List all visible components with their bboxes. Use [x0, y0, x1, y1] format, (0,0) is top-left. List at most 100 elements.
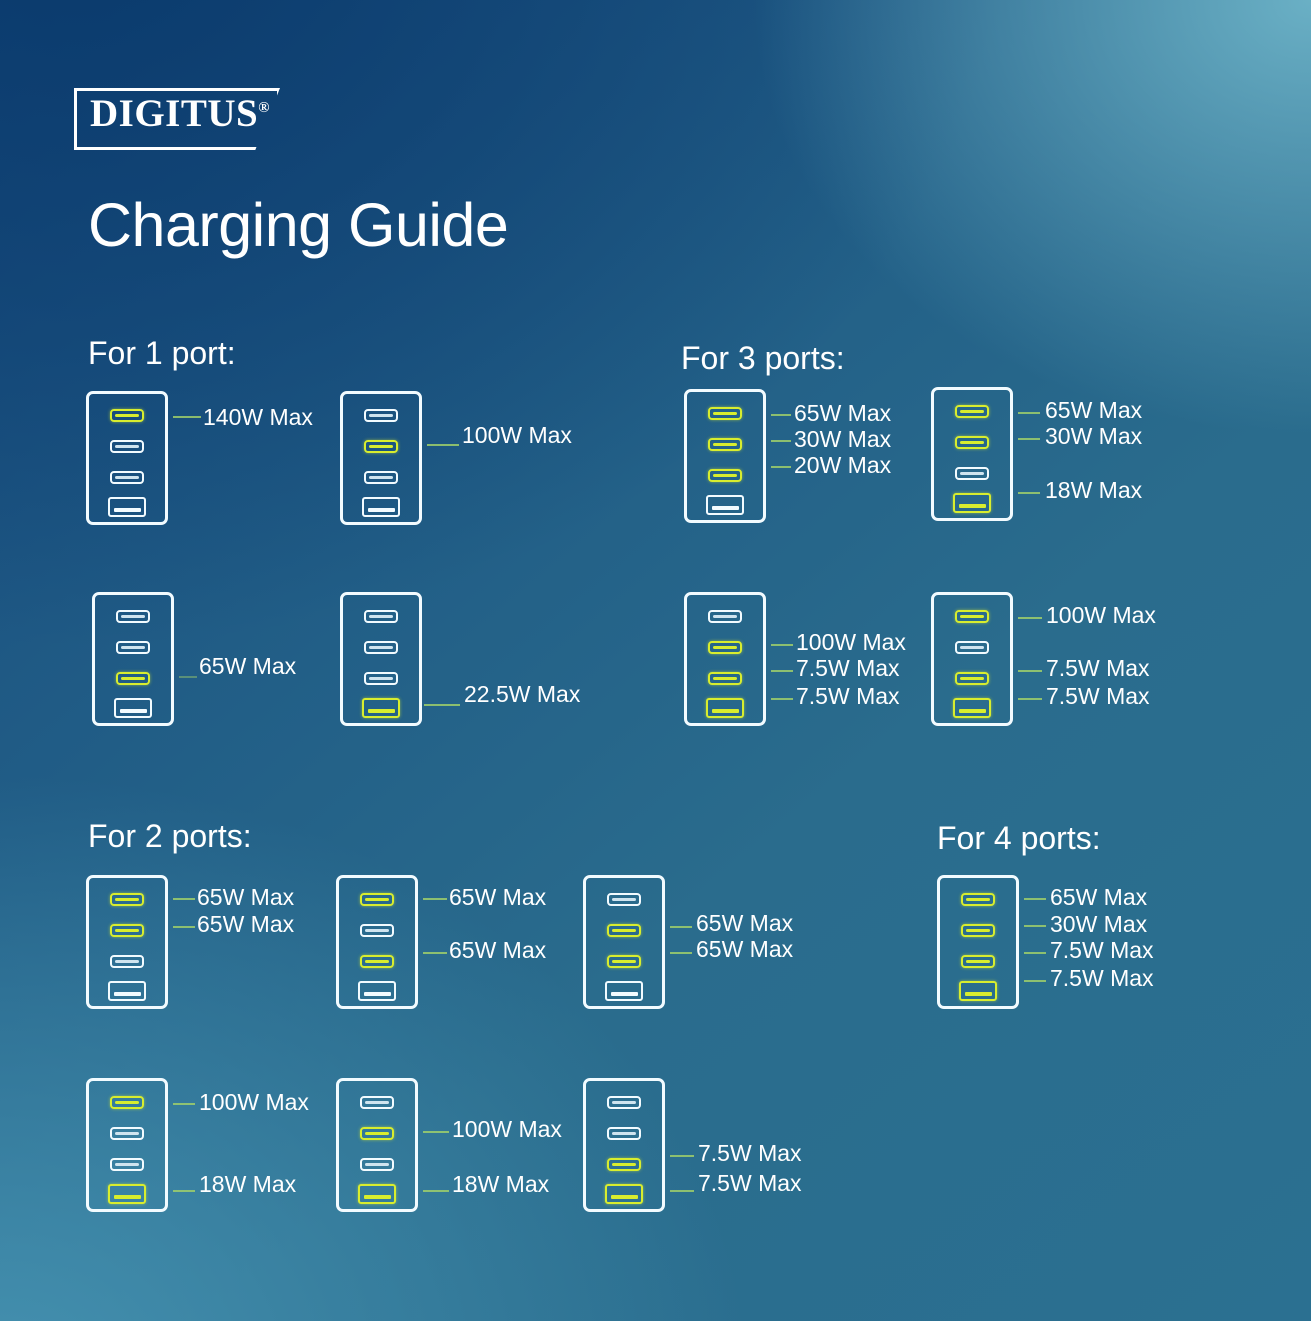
leader-line [771, 670, 793, 672]
port-usb-c-3 [364, 471, 398, 484]
port-usb-a-4 [953, 698, 991, 718]
charger-p4-a [937, 875, 1019, 1009]
leader-line [423, 1131, 449, 1133]
port-bar-icon [960, 472, 984, 475]
port-usb-c-1 [607, 893, 641, 906]
port-bar-icon [960, 646, 984, 649]
port-bar-icon [121, 677, 145, 680]
leader-line [771, 466, 791, 468]
leader-line [670, 952, 692, 954]
wattage-label: 7.5W Max [1046, 683, 1150, 709]
port-usb-c-3 [110, 955, 144, 968]
page-title: Charging Guide [88, 191, 509, 259]
logo-wordmark: DIGITUS® [90, 94, 270, 133]
port-usb-c-1 [360, 893, 394, 906]
port-bar-icon [363, 1195, 391, 1199]
port-usb-c-2 [607, 924, 641, 937]
leader-line [1018, 438, 1040, 440]
port-bar-icon [121, 646, 145, 649]
wattage-label: 30W Max [794, 426, 892, 452]
port-usb-c-3 [116, 672, 150, 685]
charger-p1-d [340, 592, 422, 726]
wattage-label: 65W Max [449, 937, 547, 963]
port-bar-icon [958, 709, 986, 713]
charger-p3-b [931, 387, 1013, 521]
leader-line [423, 1190, 449, 1192]
port-bar-icon [115, 414, 139, 417]
port-bar-icon [713, 615, 737, 618]
charger-p3-d [931, 592, 1013, 726]
port-usb-c-2 [360, 1127, 394, 1140]
leader-line [1018, 492, 1040, 494]
port-usb-c-3 [607, 955, 641, 968]
port-usb-a-4 [362, 497, 400, 517]
port-bar-icon [113, 992, 141, 996]
port-usb-a-4 [114, 698, 152, 718]
port-usb-c-2 [110, 924, 144, 937]
port-usb-a-4 [706, 495, 744, 515]
port-bar-icon [713, 443, 737, 446]
port-usb-c-1 [364, 610, 398, 623]
charger-p2-d [86, 1078, 168, 1212]
port-bar-icon [113, 1195, 141, 1199]
port-bar-icon [115, 929, 139, 932]
section-heading-one-port: For 1 port: [88, 335, 236, 371]
port-usb-c-3 [360, 1158, 394, 1171]
port-bar-icon [369, 615, 393, 618]
port-bar-icon [612, 1163, 636, 1166]
wattage-label: 18W Max [452, 1171, 550, 1197]
leader-line [173, 416, 201, 418]
wattage-label: 22.5W Max [464, 681, 581, 707]
port-bar-icon [115, 1163, 139, 1166]
leader-line [1024, 980, 1046, 982]
port-bar-icon [115, 1101, 139, 1104]
port-bar-icon [365, 929, 389, 932]
port-bar-icon [363, 992, 391, 996]
port-bar-icon [713, 474, 737, 477]
wattage-label: 65W Max [696, 936, 794, 962]
wattage-label: 7.5W Max [1050, 965, 1154, 991]
leader-line [1018, 412, 1040, 414]
charger-p3-a [684, 389, 766, 523]
wattage-label: 18W Max [1045, 477, 1143, 503]
port-bar-icon [960, 410, 984, 413]
port-bar-icon [115, 476, 139, 479]
port-bar-icon [964, 992, 992, 996]
port-usb-c-3 [955, 672, 989, 685]
wattage-label: 65W Max [696, 910, 794, 936]
port-usb-c-1 [961, 893, 995, 906]
port-usb-a-4 [706, 698, 744, 718]
port-bar-icon [113, 508, 141, 512]
port-bar-icon [713, 677, 737, 680]
leader-line [771, 698, 793, 700]
leader-line [771, 440, 791, 442]
port-bar-icon [121, 615, 145, 618]
port-bar-icon [365, 1101, 389, 1104]
port-bar-icon [367, 709, 395, 713]
port-bar-icon [115, 960, 139, 963]
port-usb-a-4 [358, 1184, 396, 1204]
port-bar-icon [612, 898, 636, 901]
wattage-label: 65W Max [794, 400, 892, 426]
wattage-label: 140W Max [203, 404, 313, 430]
port-usb-c-3 [364, 672, 398, 685]
port-bar-icon [966, 898, 990, 901]
wattage-label: 65W Max [1045, 397, 1143, 423]
port-usb-a-4 [108, 981, 146, 1001]
port-bar-icon [365, 1132, 389, 1135]
port-usb-c-1 [955, 610, 989, 623]
port-usb-a-4 [605, 981, 643, 1001]
leader-line [173, 898, 195, 900]
port-bar-icon [369, 445, 393, 448]
port-bar-icon [365, 960, 389, 963]
logo-trademark-icon: ® [258, 100, 270, 116]
port-usb-a-4 [108, 1184, 146, 1204]
port-usb-a-4 [108, 497, 146, 517]
port-bar-icon [119, 709, 147, 713]
port-usb-c-3 [110, 1158, 144, 1171]
wattage-label: 7.5W Max [1050, 937, 1154, 963]
port-usb-c-2 [955, 436, 989, 449]
port-bar-icon [966, 929, 990, 932]
port-bar-icon [610, 1195, 638, 1199]
port-usb-c-2 [110, 440, 144, 453]
